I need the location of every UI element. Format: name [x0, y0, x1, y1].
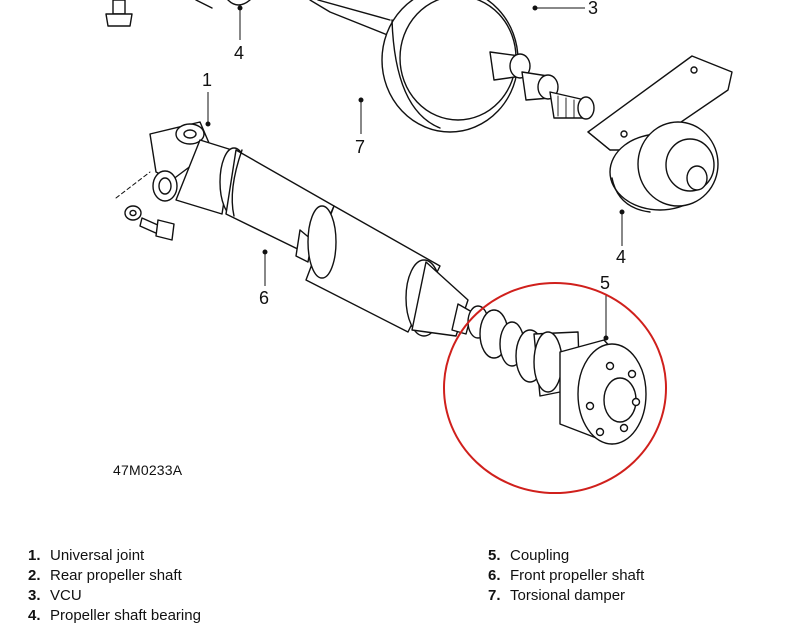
legend-number: 1.: [28, 547, 41, 564]
bearing-top-fragment: [195, 0, 251, 9]
leader-lines: [205, 5, 625, 341]
legend-label: Torsional damper: [510, 587, 626, 604]
legend-right: 5. Coupling 6. Front propeller shaft 7. Tor…: [488, 546, 644, 606]
legend-item: 3. VCU: [28, 586, 201, 606]
reference-code: 47M0233A: [113, 462, 183, 478]
legend-label: Coupling: [510, 547, 570, 564]
front-propeller-shaft: [225, 149, 473, 337]
callout-4-right: 4: [616, 247, 626, 267]
legend-number: 5.: [488, 547, 501, 564]
callout-7: 7: [355, 137, 365, 157]
legend-left: 1. Universal joint 2. Rear propeller shaft…: [28, 546, 201, 626]
legend-label: Rear propeller shaft: [50, 567, 182, 584]
highlight-circle: [443, 282, 667, 494]
legend-label: Propeller shaft bearing: [50, 607, 201, 624]
legend-number: 7.: [488, 587, 501, 604]
legend-label: VCU: [50, 587, 82, 604]
legend-item: 5. Coupling: [488, 546, 644, 566]
legend-label: Universal joint: [50, 547, 145, 564]
coupling-assembly: [467, 305, 647, 445]
callout-1: 1: [202, 70, 212, 90]
callout-3: 3: [588, 0, 598, 18]
legend-item: 1. Universal joint: [28, 546, 201, 566]
legend-item: 4. Propeller shaft bearing: [28, 606, 201, 626]
legend-item: 7. Torsional damper: [488, 586, 644, 606]
legend-number: 3.: [28, 587, 41, 604]
vcu-assembly: [309, 0, 595, 133]
bolt-top-left: [105, 0, 133, 27]
propeller-shaft-diagram: 1 4 3 7 4 5 6: [105, 0, 733, 494]
legend-item: 2. Rear propeller shaft: [28, 566, 201, 586]
callout-4-top: 4: [234, 43, 244, 63]
callout-6: 6: [259, 288, 269, 308]
washer-and-bolt: [115, 171, 175, 241]
callout-5: 5: [600, 273, 610, 293]
legend-item: 6. Front propeller shaft: [488, 566, 644, 586]
propeller-shaft-bearing-right: [587, 55, 733, 213]
legend-number: 2.: [28, 567, 41, 584]
legend-label: Front propeller shaft: [510, 567, 645, 584]
legend-number: 4.: [28, 607, 41, 624]
legend-number: 6.: [488, 567, 501, 584]
